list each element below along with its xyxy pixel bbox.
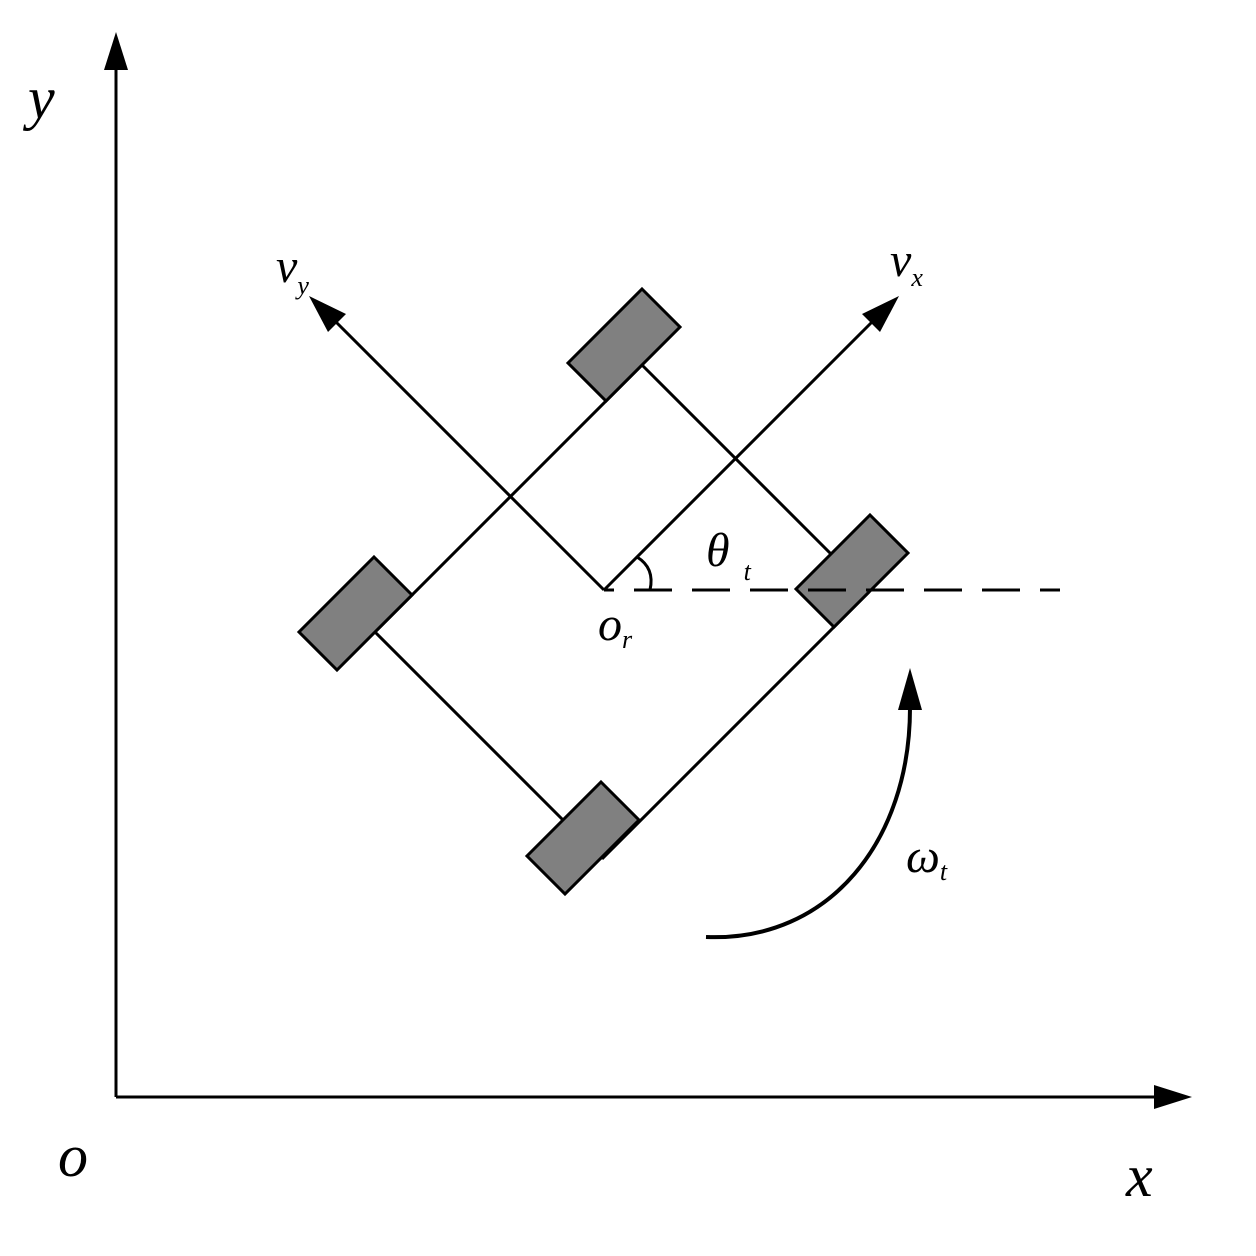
wheel-right (793, 512, 911, 630)
heading-angle-subscript: t (744, 557, 752, 586)
world-axes (114, 68, 1160, 1099)
omega-main: ω (906, 830, 940, 883)
wheel-top (565, 286, 683, 404)
wheel-left (296, 554, 415, 673)
vy-label-main: v (276, 240, 298, 293)
rotation-arc (705, 707, 912, 940)
heading-angle-arc (636, 555, 653, 591)
omega-label: ωt (906, 830, 948, 886)
vy-label-subscript: y (294, 271, 309, 300)
robot-center-subscript: r (622, 625, 633, 654)
robot-wheels (296, 286, 911, 897)
x-axis-arrowhead (1154, 1085, 1192, 1109)
y-axis-arrowhead (104, 32, 128, 70)
robot-center-main: o (598, 598, 622, 651)
vx-label-main: v (890, 234, 912, 287)
robot-chassis (373, 363, 871, 861)
vx-label: vx (890, 234, 923, 292)
vx-arrowhead (862, 296, 899, 332)
vx-axis-line (602, 312, 882, 592)
robot-center-label: or (598, 598, 633, 654)
wheel-bottom (524, 779, 642, 897)
omega-subscript: t (940, 857, 948, 886)
origin-label: o (58, 1123, 88, 1189)
vy-axis-line (326, 312, 606, 592)
vy-arrowhead (309, 296, 346, 332)
y-axis-label: y (22, 65, 55, 131)
body-velocity-axes (326, 312, 882, 592)
rotation-arrowhead (898, 668, 922, 710)
chassis-edge-bottom-right (600, 590, 871, 861)
heading-angle-main: θ (706, 524, 730, 577)
vy-label: vy (276, 240, 309, 300)
x-axis-label: x (1125, 1143, 1153, 1209)
vx-label-subscript: x (910, 263, 923, 292)
chassis-edge-top-left (373, 363, 644, 634)
